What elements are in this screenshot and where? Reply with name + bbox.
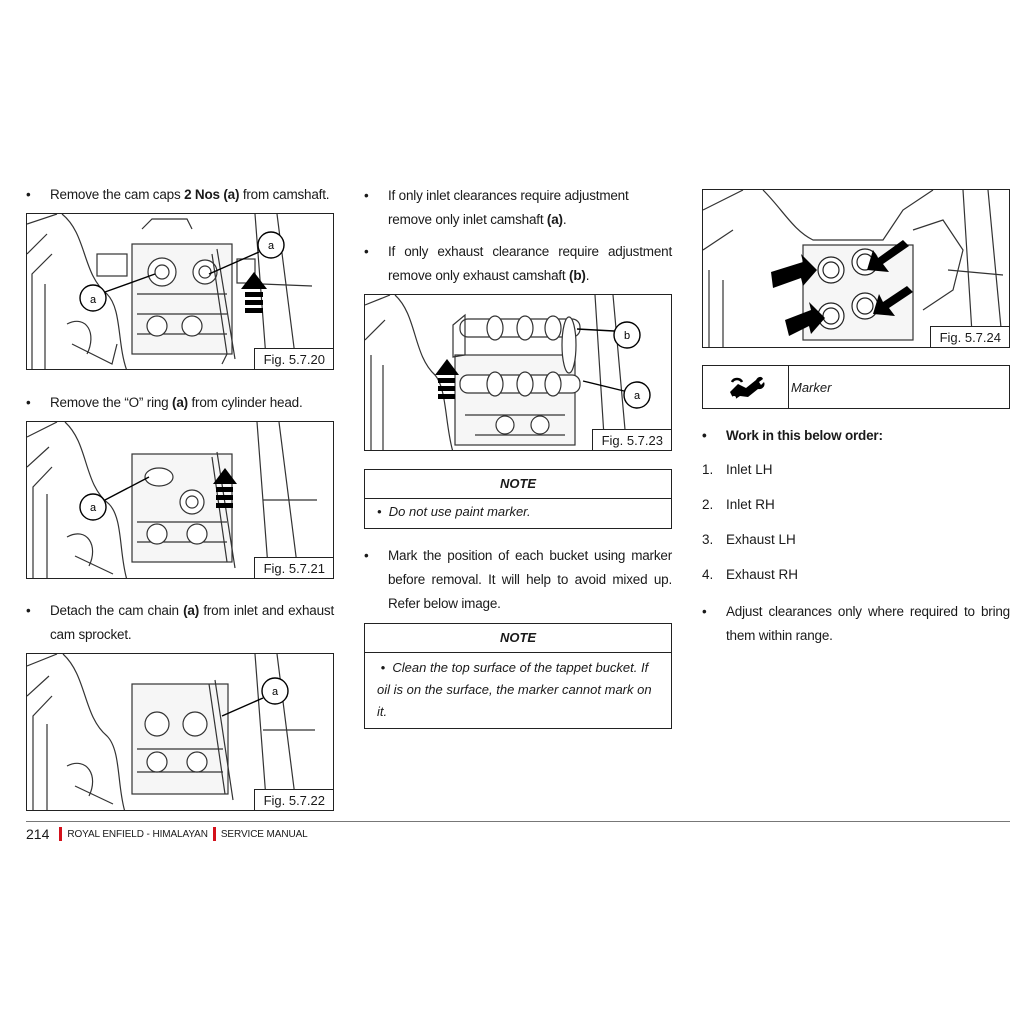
list-item: 1.Inlet LH bbox=[702, 462, 773, 477]
step-detach-cam-chain: Detach the cam chain (a) from inlet and … bbox=[26, 599, 334, 647]
page-number: 214 bbox=[26, 826, 50, 842]
camshaft-illustration: b a bbox=[365, 295, 651, 450]
arrow-icon bbox=[771, 240, 913, 336]
order-heading: Work in this below order: bbox=[702, 424, 1010, 448]
note-heading: NOTE bbox=[365, 470, 671, 499]
list-item: 4.Exhaust RH bbox=[702, 567, 799, 582]
step-mark-bucket-position: Mark the position of each bucket using m… bbox=[364, 544, 672, 616]
figure-5-7-20: a a Fig. 5.7.20 bbox=[26, 213, 334, 370]
step-remove-cam-caps: Remove the cam caps 2 Nos (a) from camsh… bbox=[26, 184, 334, 206]
figure-5-7-22: a Fig. 5.7.22 bbox=[26, 653, 334, 811]
figure-caption: Fig. 5.7.24 bbox=[929, 326, 1009, 347]
tool-marker-box: Marker bbox=[702, 365, 1010, 409]
note-box-clean-bucket: NOTE • Clean the top surface of the tapp… bbox=[364, 623, 672, 729]
list-item: 2.Inlet RH bbox=[702, 497, 775, 512]
figure-5-7-23: b a Fig. 5.7.23 bbox=[364, 294, 672, 451]
step-remove-inlet-camshaft: If only inlet clearances require adjustm… bbox=[364, 184, 672, 232]
engine-illustration: a bbox=[27, 654, 315, 810]
tappet-bucket-illustration bbox=[703, 190, 1004, 347]
callout-label: a bbox=[268, 240, 275, 252]
upward-arrow-icon bbox=[435, 359, 459, 399]
callout-label: a bbox=[634, 390, 641, 402]
footer-divider bbox=[26, 821, 1010, 822]
figure-caption: Fig. 5.7.23 bbox=[591, 429, 671, 450]
step-remove-o-ring: Remove the “O” ring (a) from cylinder he… bbox=[26, 391, 334, 415]
figure-caption: Fig. 5.7.21 bbox=[253, 557, 333, 578]
engine-illustration: a bbox=[27, 422, 317, 578]
accent-bar bbox=[212, 827, 216, 841]
page-footer: 214 ROYAL ENFIELD - HIMALAYAN SERVICE MA… bbox=[26, 826, 313, 842]
figure-5-7-24: Fig. 5.7.24 bbox=[702, 189, 1010, 348]
figure-5-7-21: a Fig. 5.7.21 bbox=[26, 421, 334, 579]
figure-caption: Fig. 5.7.22 bbox=[253, 789, 333, 810]
note-body: • Do not use paint marker. bbox=[377, 504, 531, 519]
upward-arrow-icon bbox=[241, 272, 267, 313]
column-left: Remove the cam caps 2 Nos (a) from camsh… bbox=[26, 184, 334, 811]
list-item: 3.Exhaust LH bbox=[702, 532, 796, 547]
column-right: Fig. 5.7.24 Marker Work in this below or… bbox=[702, 189, 1010, 648]
step-remove-exhaust-camshaft: If only exhaust clearance require adjust… bbox=[364, 240, 672, 288]
order-list: 1.Inlet LH 2.Inlet RH 3.Exhaust LH 4.Exh… bbox=[702, 460, 1010, 585]
tool-label: Marker bbox=[791, 379, 832, 395]
note-body: • Clean the top surface of the tappet bu… bbox=[377, 660, 652, 719]
tool-icon-cell bbox=[703, 366, 789, 408]
callout-label: a bbox=[90, 502, 97, 514]
note-heading: NOTE bbox=[365, 624, 671, 653]
hand-wrench-icon bbox=[729, 376, 765, 400]
note-box-paint-marker: NOTE • Do not use paint marker. bbox=[364, 469, 672, 529]
step-adjust-clearances: Adjust clearances only where required to… bbox=[702, 600, 1010, 648]
footer-manual-title: SERVICE MANUAL bbox=[220, 828, 308, 840]
figure-caption: Fig. 5.7.20 bbox=[253, 348, 333, 369]
accent-bar bbox=[59, 827, 63, 841]
callout-label: a bbox=[272, 686, 279, 698]
callout-label: a bbox=[90, 294, 97, 306]
callout-label: b bbox=[624, 330, 630, 342]
footer-brand: ROYAL ENFIELD - HIMALAYAN bbox=[67, 828, 208, 840]
upward-arrow-icon bbox=[213, 468, 237, 508]
engine-illustration: a a bbox=[27, 214, 313, 369]
column-middle: If only inlet clearances require adjustm… bbox=[364, 184, 672, 729]
